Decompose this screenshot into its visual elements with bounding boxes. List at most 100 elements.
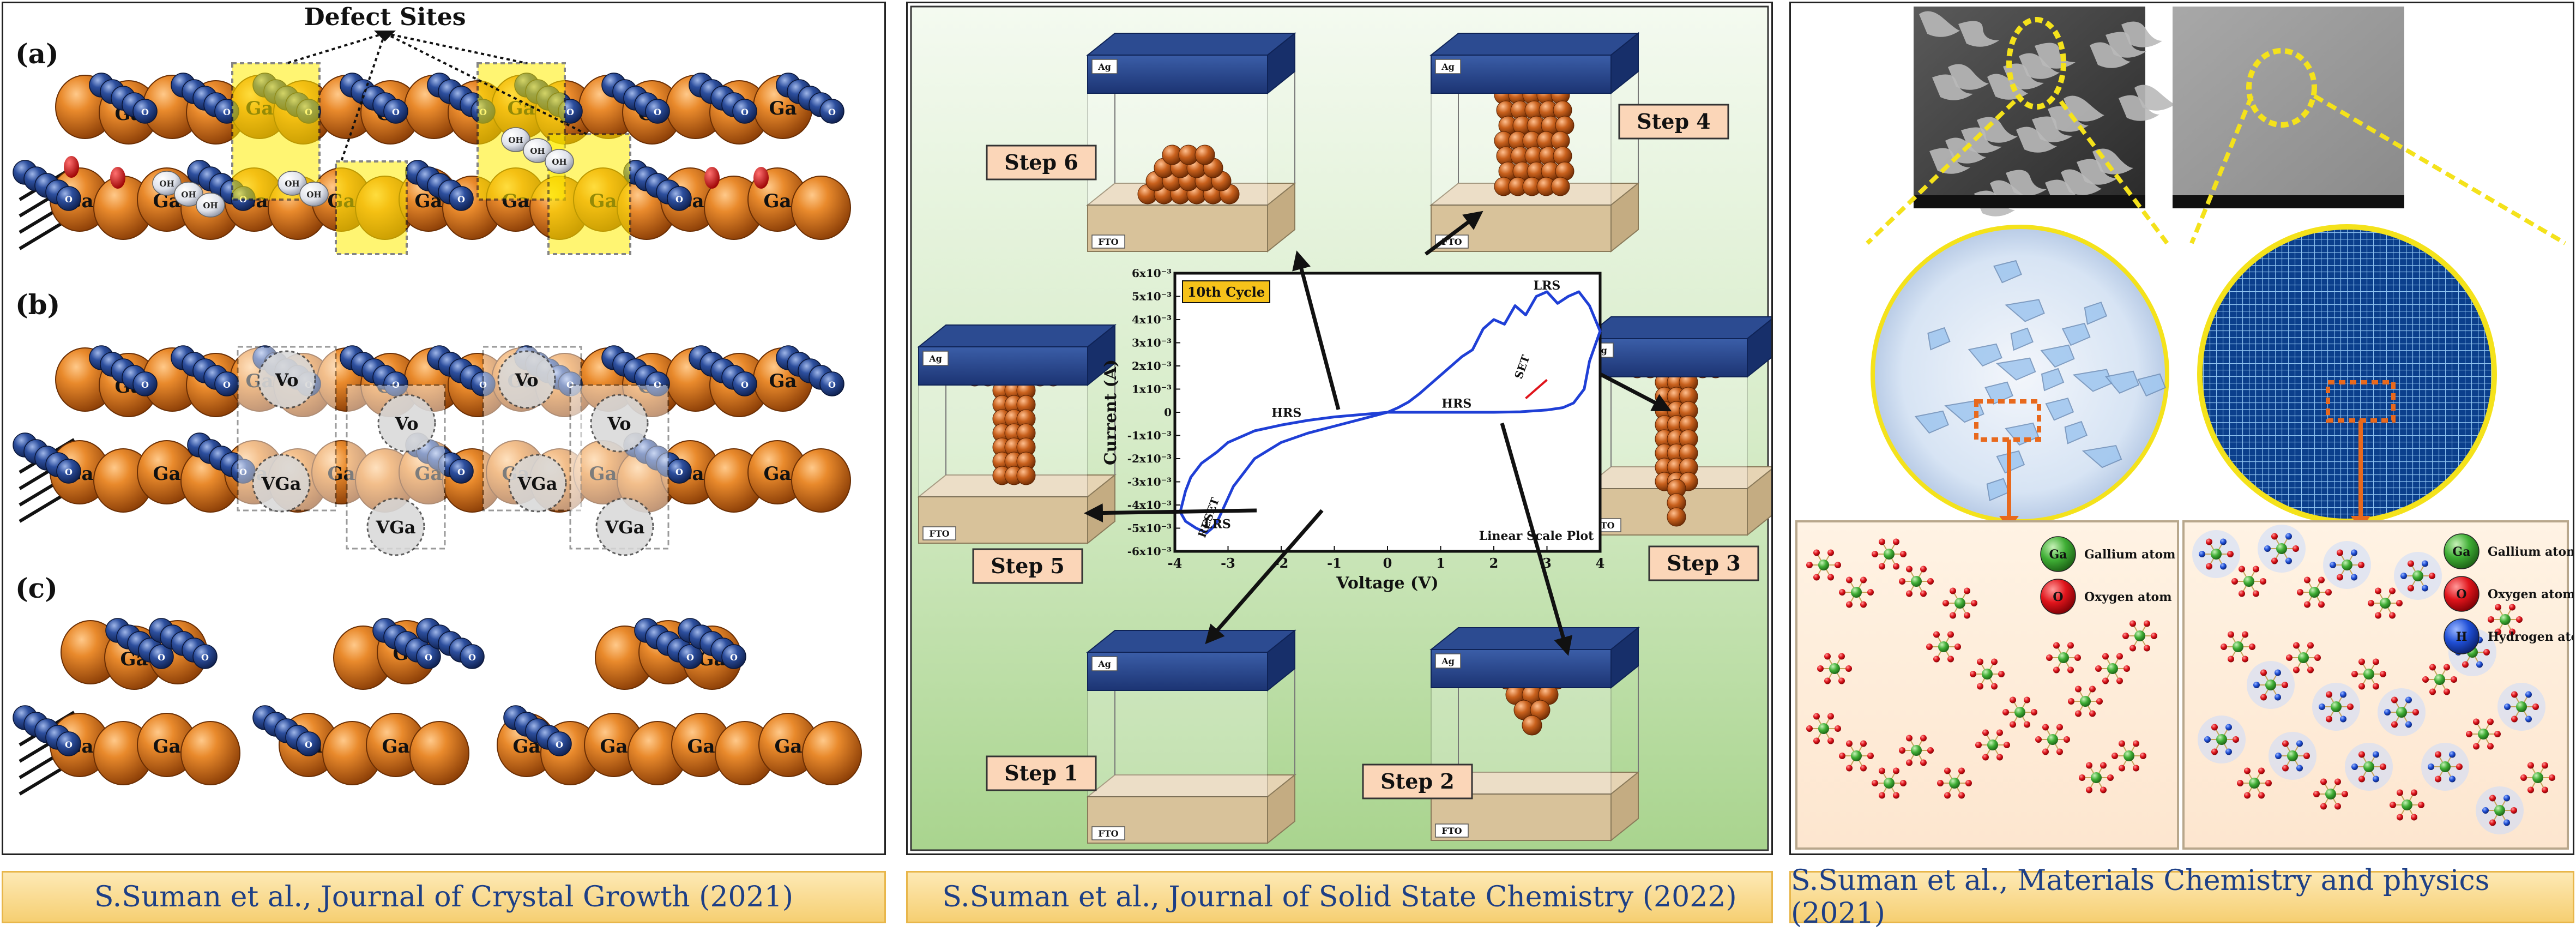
oxygen-label: O bbox=[201, 652, 209, 663]
gallium-label: Ga bbox=[600, 736, 628, 757]
oxygen-label: O bbox=[566, 107, 574, 117]
oxygen-atom bbox=[2119, 765, 2125, 772]
oxygen-atom bbox=[2024, 696, 2030, 703]
oxygen-atom bbox=[1982, 754, 1989, 761]
oxygen-vacancy bbox=[377, 394, 436, 453]
film-flake bbox=[2084, 302, 2108, 325]
oxygen-atom bbox=[2358, 683, 2365, 690]
oxygen-atom bbox=[470, 371, 496, 396]
ag-electrode-side bbox=[1087, 323, 1115, 387]
metal-filament-atom bbox=[1195, 145, 1215, 165]
hydrogen-atom bbox=[2220, 538, 2227, 545]
step-badge bbox=[1362, 763, 1473, 799]
hydroxyl-label: OH bbox=[306, 190, 321, 200]
gallium-atom bbox=[2363, 761, 2374, 772]
sem-grain bbox=[1958, 21, 1999, 47]
oxygen-atom bbox=[2542, 786, 2548, 793]
right-legend-symbol: H bbox=[2456, 630, 2468, 644]
right-legend-label: Oxygen atom bbox=[2488, 587, 2573, 602]
metal-filament-atom bbox=[1016, 466, 1036, 485]
oxygen-atom bbox=[819, 99, 844, 124]
oxygen-atom bbox=[2444, 688, 2450, 695]
oxygen-atom bbox=[2237, 780, 2243, 786]
oxygen-atom bbox=[231, 459, 256, 484]
hydroxyl-label: OH bbox=[530, 146, 545, 156]
oxygen-atom bbox=[2358, 775, 2365, 783]
gallium-atom bbox=[2249, 778, 2260, 789]
oxygen-atom bbox=[1937, 780, 1944, 786]
oxygen-atom bbox=[1846, 740, 1853, 747]
oxygen-atom bbox=[2304, 576, 2310, 584]
oxygen-atom bbox=[2053, 666, 2060, 674]
oxygen-label: O bbox=[566, 380, 574, 390]
oxygen-atom bbox=[2095, 665, 2102, 672]
oxygen-label: O bbox=[223, 107, 231, 117]
oxygen-atom bbox=[2358, 751, 2365, 758]
crystal-layer: GaGaGaGaGaGaOOOOOOOOOGaGaGaGaGaGaGaGaGaO… bbox=[13, 345, 851, 523]
oxygen-atom bbox=[2380, 671, 2386, 677]
oxygen-atom bbox=[56, 459, 81, 484]
oxygen-atom bbox=[2042, 748, 2049, 755]
oxygen-atom bbox=[2466, 731, 2472, 737]
film-flake bbox=[2061, 322, 2091, 346]
oxygen-atom bbox=[2318, 601, 2325, 608]
oxygen-atom bbox=[2368, 600, 2374, 606]
oxygen-atom bbox=[2520, 774, 2527, 781]
oxygen-atom bbox=[1824, 653, 1831, 660]
gallium-vacancy bbox=[508, 454, 567, 513]
oxygen-atom bbox=[2116, 653, 2123, 660]
molecular-cluster bbox=[1872, 767, 1907, 799]
ag-electrode-top bbox=[1086, 630, 1296, 653]
x-axis-label: Voltage (V) bbox=[1336, 574, 1438, 593]
oxygen-atom bbox=[2075, 710, 2082, 717]
molecular-model-gallium-oxide bbox=[1795, 520, 2179, 850]
sem-grain bbox=[2106, 32, 2146, 58]
hydrogen-atom bbox=[2351, 549, 2357, 556]
oxygen-atom bbox=[1899, 578, 1905, 585]
right-legend-label: Hydrogen atom bbox=[2488, 630, 2573, 644]
oxygen-atom bbox=[2122, 633, 2129, 639]
oxygen-atom bbox=[2074, 654, 2081, 661]
oxygen-atom bbox=[2004, 742, 2010, 748]
gallium-atom bbox=[802, 721, 862, 785]
oxygen-atom bbox=[2129, 645, 2136, 652]
oxygen-atom bbox=[2258, 792, 2265, 799]
oxygen-atom bbox=[1813, 737, 1820, 744]
oxygen-atom bbox=[2233, 736, 2239, 743]
oxygen-atom bbox=[1838, 677, 1845, 684]
oxygen-atom bbox=[1944, 767, 1951, 774]
gallium-atom bbox=[2123, 750, 2134, 761]
molecular-cluster bbox=[2390, 789, 2424, 821]
oxygen-atom bbox=[1817, 665, 1824, 672]
oxygen-label: O bbox=[305, 739, 312, 750]
zoom-connector bbox=[1866, 100, 2016, 245]
molecular-cluster bbox=[1899, 735, 1934, 766]
ag-electrode-top bbox=[1429, 33, 1640, 56]
fto-label: FTO bbox=[1441, 826, 1462, 836]
oxygen-atom bbox=[2271, 533, 2278, 540]
molecular-cluster bbox=[1937, 767, 1972, 799]
gallium-atom bbox=[2080, 696, 2091, 707]
molecular-cluster bbox=[1806, 549, 1841, 581]
oxygen-atom bbox=[1950, 612, 1956, 619]
oxygen-atom bbox=[2494, 731, 2501, 737]
molecular-cluster bbox=[2345, 743, 2393, 791]
sem-grain bbox=[2061, 169, 2102, 195]
transition-arrow bbox=[1599, 372, 1672, 412]
hydrogen-atom bbox=[2225, 724, 2232, 731]
label-a: (a) bbox=[15, 38, 59, 70]
sem-grain bbox=[2134, 85, 2175, 111]
hydrogen-atom bbox=[2319, 703, 2325, 710]
oxygen-atom bbox=[1920, 566, 1927, 573]
oxygen-atom bbox=[2253, 590, 2259, 597]
ag-electrode-top bbox=[1582, 316, 1771, 339]
oxygen-atom bbox=[1950, 587, 1956, 594]
gallium-atom bbox=[2298, 652, 2309, 663]
transition-arrow bbox=[1084, 503, 1257, 523]
molecular-cluster bbox=[2466, 718, 2501, 750]
label-c: (c) bbox=[15, 572, 58, 604]
